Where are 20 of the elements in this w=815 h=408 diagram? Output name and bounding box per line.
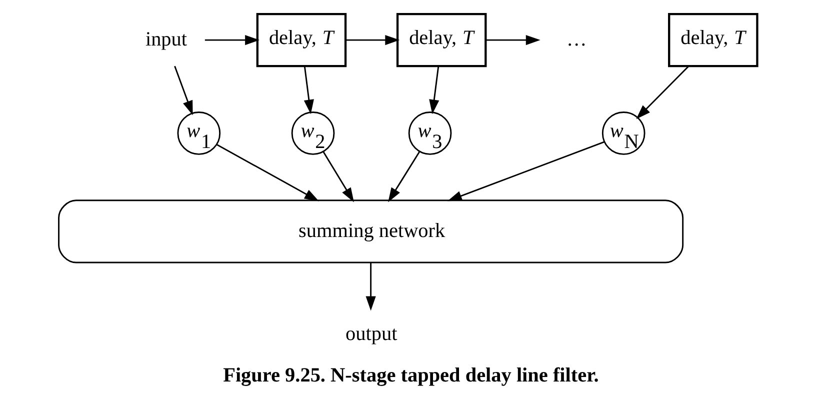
- node-text: input: [144, 28, 187, 50]
- arrow: [174, 66, 192, 116]
- arrow: [486, 34, 540, 46]
- arrow: [636, 66, 689, 120]
- arrow: [345, 34, 400, 46]
- node-text: output: [345, 323, 397, 346]
- node-box: summing network: [58, 200, 684, 264]
- arrow: [446, 141, 604, 202]
- arrow: [303, 66, 314, 114]
- node-box: delay, T: [256, 12, 346, 68]
- arrow: [204, 34, 260, 46]
- arrow: [428, 66, 439, 114]
- arrow: [322, 151, 354, 202]
- arrow: [365, 263, 376, 311]
- node-box: delay, T: [668, 12, 758, 68]
- node-text: …: [566, 28, 586, 50]
- node-box: delay, T: [396, 12, 486, 68]
- caption: Figure 9.25. N-stage tapped delay line filter.: [222, 364, 598, 386]
- arrow: [388, 151, 420, 202]
- arrow: [216, 144, 318, 202]
